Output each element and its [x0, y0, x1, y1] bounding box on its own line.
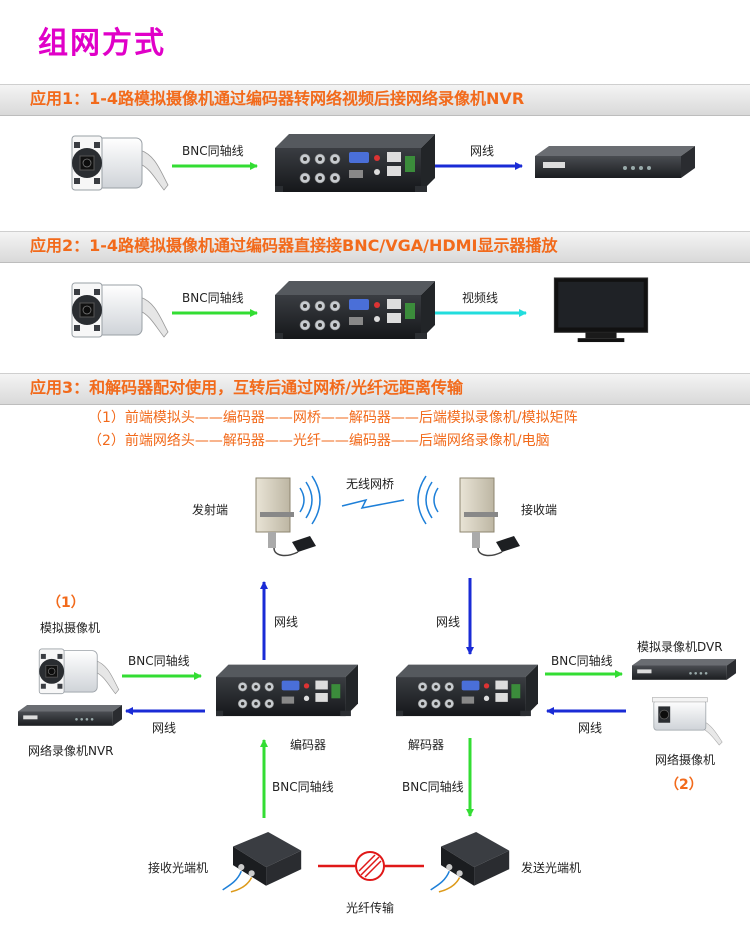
analog-dvr-label: 模拟录像机DVR — [637, 640, 723, 654]
fiber-receiver-label: 接收光端机 — [148, 861, 209, 875]
receiver-label: 接收端 — [521, 503, 558, 517]
bnc-cable-label: BNC同轴线 — [182, 144, 244, 158]
transmitter-label: 发射端 — [192, 503, 229, 517]
bnc-cable-label: BNC同轴线 — [182, 291, 244, 305]
decoder-image — [396, 664, 538, 717]
fiber-transmitter-image — [430, 832, 510, 893]
encoder-image — [275, 134, 435, 193]
video-cable-label: 视频线 — [462, 291, 499, 305]
section-heading-3: 应用3：和解码器配对使用，互转后通过网桥/光纤远距离传输 — [30, 378, 463, 397]
signal-waves-rx — [417, 475, 439, 525]
network-cable-label: 网线 — [274, 615, 299, 629]
section-band-2 — [0, 231, 750, 263]
page-title: 组网方式 — [38, 26, 166, 61]
section-heading-2: 应用2：1-4路模拟摄像机通过编码器直接接BNC/VGA/HDMI显示器播放 — [30, 236, 558, 255]
wireless-bridge-rx-image — [459, 477, 521, 557]
dvr-image — [632, 659, 736, 680]
nvr-label: 网络录像机NVR — [28, 744, 114, 758]
analog-camera-image — [38, 648, 120, 695]
network-cable-label: 网线 — [470, 144, 495, 158]
bnc-cable-label: BNC同轴线 — [551, 654, 613, 668]
encoder-image — [216, 664, 358, 717]
encoder-label: 编码器 — [290, 738, 327, 752]
wireless-link-bolt — [341, 498, 405, 510]
signal-waves-tx — [299, 475, 321, 525]
fiber-transmitter-label: 发送光端机 — [521, 861, 582, 875]
decoder-label: 解码器 — [408, 738, 445, 752]
network-cable-label: 网线 — [578, 721, 603, 735]
fiber-receiver-image — [222, 832, 302, 893]
path-description-2: （2）前端网络头——解码器——光纤——编码器——后端网络录像机/电脑 — [88, 433, 550, 449]
nvr-image — [18, 705, 122, 726]
bnc-cable-label: BNC同轴线 — [128, 654, 190, 668]
section-band-1 — [0, 84, 750, 116]
section-heading-1: 应用1：1-4路模拟摄像机通过编码器转网络视频后接网络录像机NVR — [30, 89, 525, 108]
wireless-bridge-label: 无线网桥 — [346, 477, 395, 491]
fiber-link-icon — [355, 851, 385, 881]
analog-camera-image — [71, 282, 169, 338]
network-cable-label: 网线 — [436, 615, 461, 629]
fiber-transmission-label: 光纤传输 — [346, 901, 395, 915]
analog-camera-label: 模拟摄像机 — [40, 621, 101, 635]
path-marker-1: （1） — [47, 595, 85, 611]
section-band-3 — [0, 373, 750, 405]
path-marker-2: （2） — [665, 777, 703, 793]
encoder-image — [275, 281, 435, 340]
nvr-image — [535, 146, 695, 178]
monitor-image — [553, 277, 649, 343]
bnc-cable-label: BNC同轴线 — [272, 780, 334, 794]
analog-camera-image — [71, 135, 169, 191]
network-camera-image — [651, 697, 723, 746]
path-description-1: （1）前端模拟头——编码器——网桥——解码器——后端模拟录像机/模拟矩阵 — [88, 410, 578, 426]
network-cable-label: 网线 — [152, 721, 177, 735]
bnc-cable-label: BNC同轴线 — [402, 780, 464, 794]
network-camera-label: 网络摄像机 — [655, 753, 716, 767]
